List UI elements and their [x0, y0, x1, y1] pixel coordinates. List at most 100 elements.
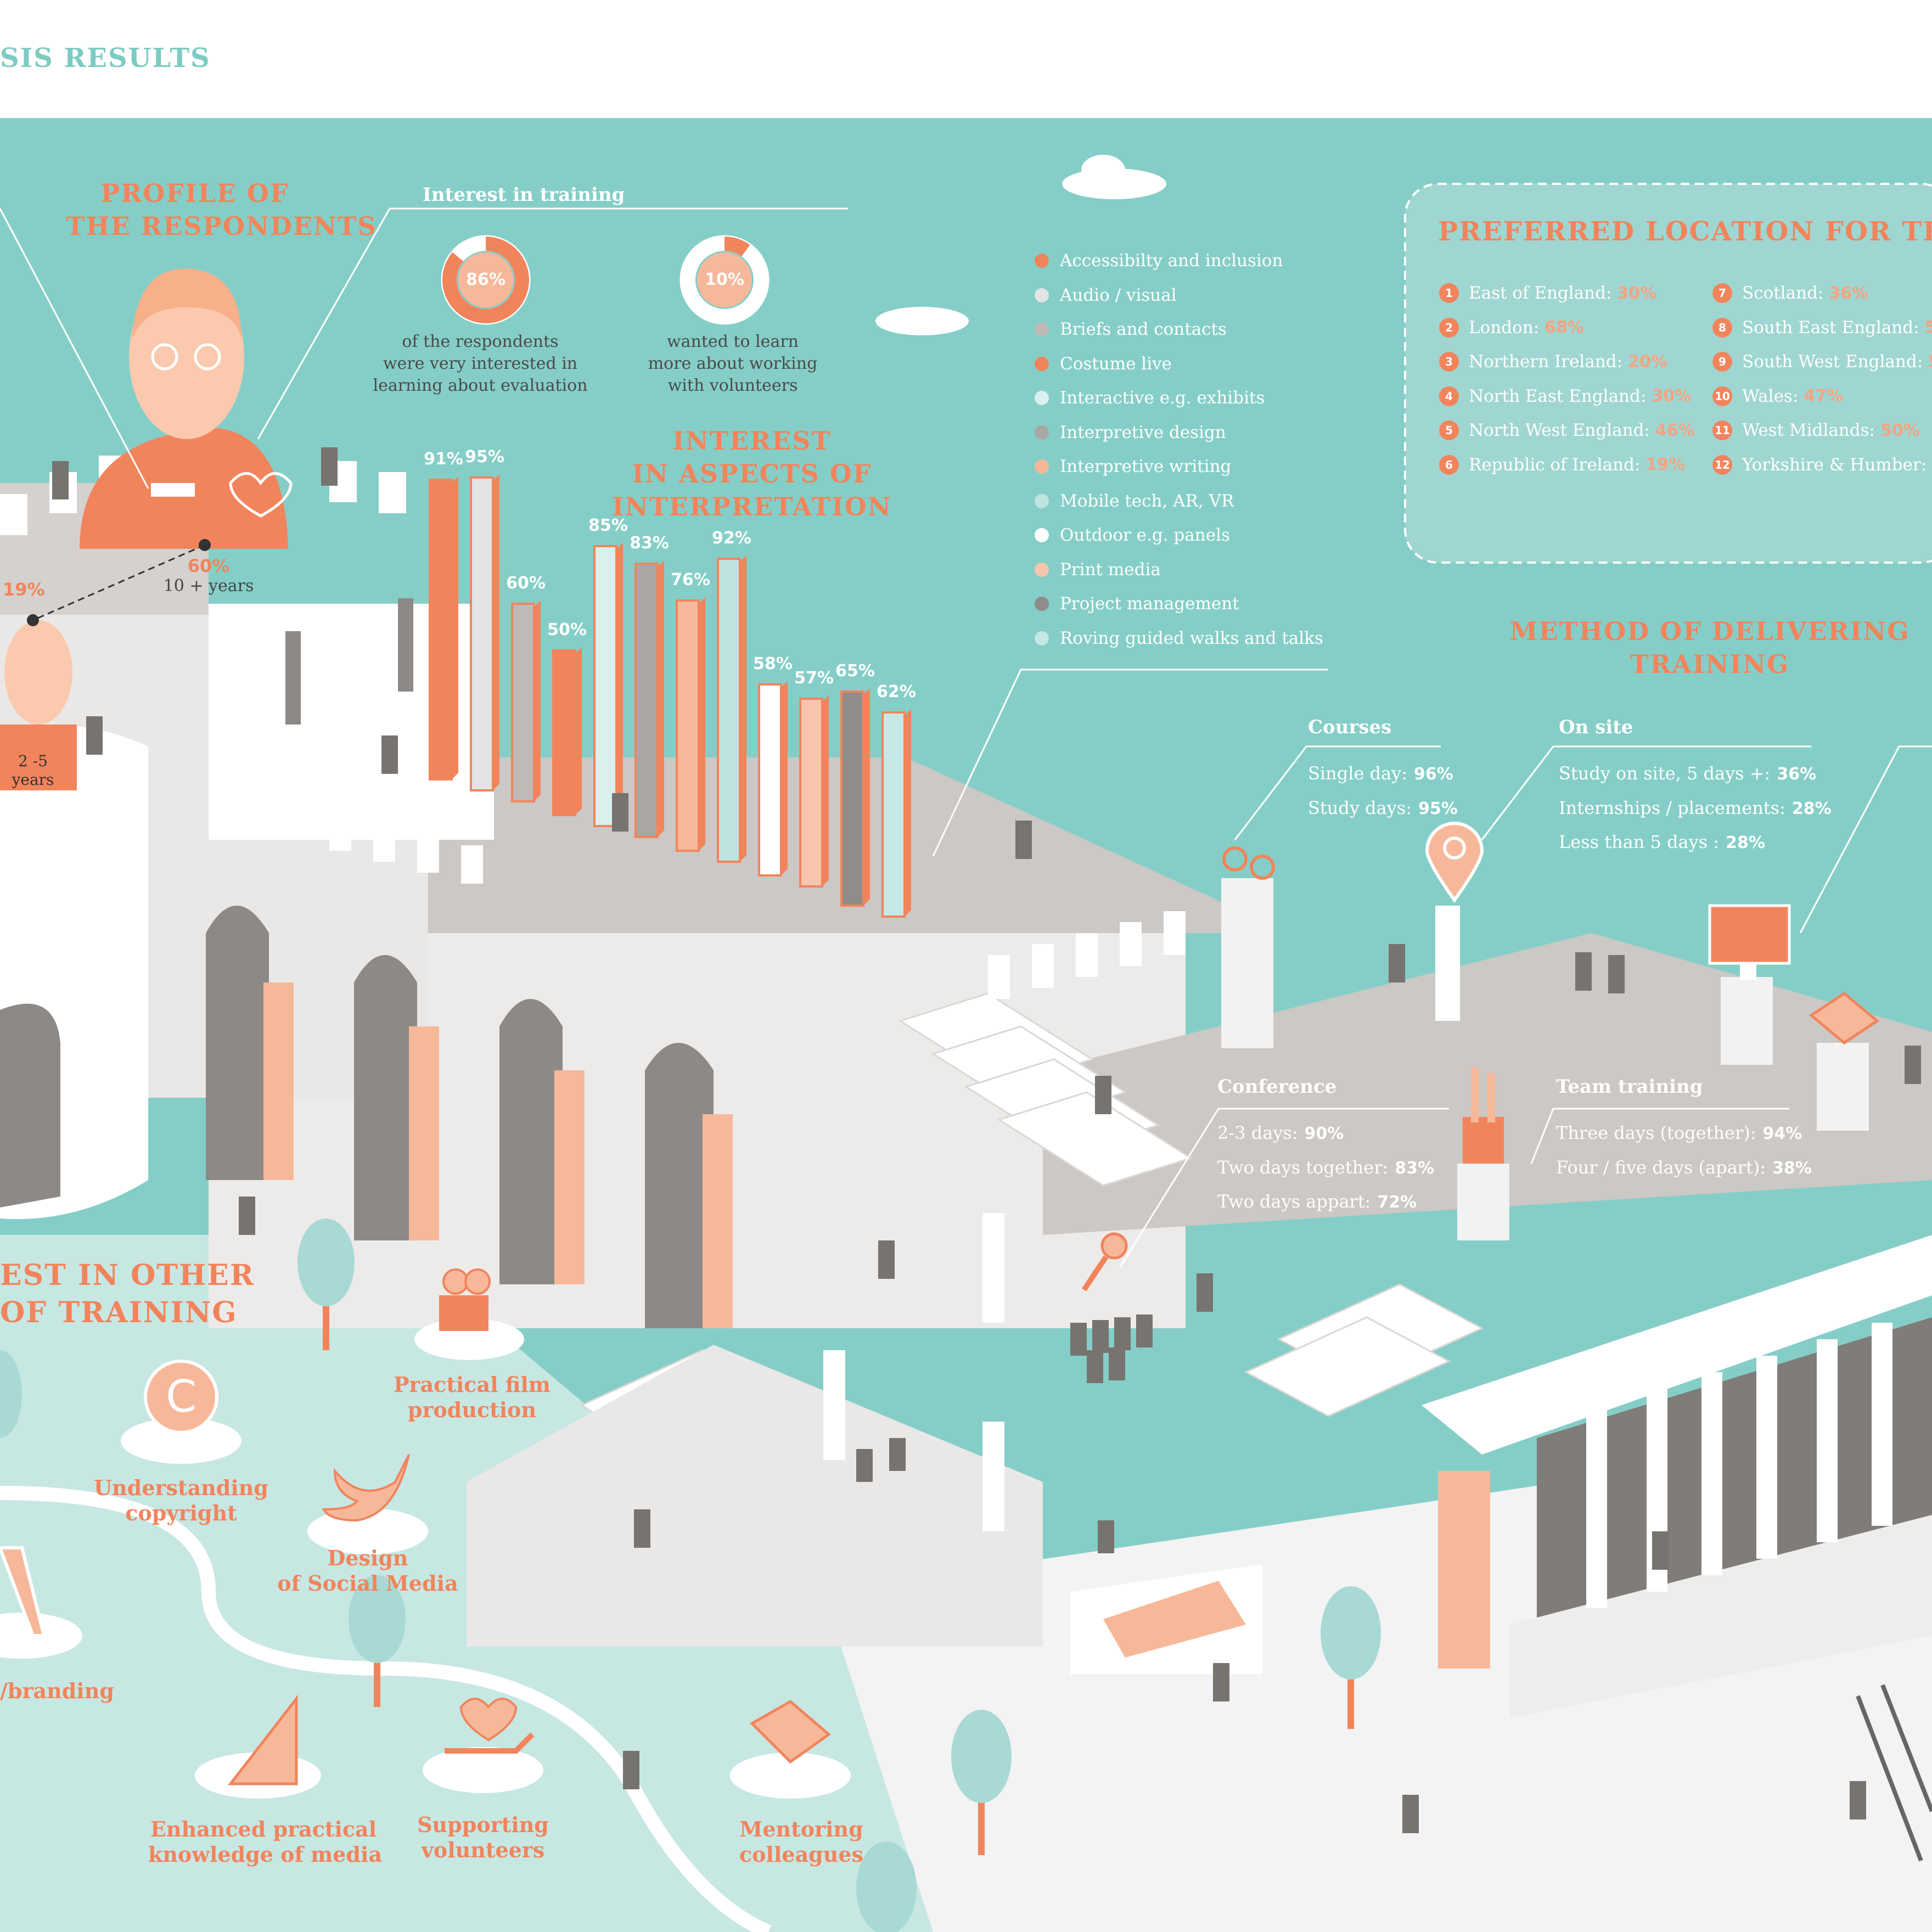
- location-name: West Midlands:: [1742, 420, 1875, 440]
- interest-training-title: Interest in training: [423, 184, 625, 206]
- tree: [0, 1350, 22, 1438]
- tree: [1321, 1586, 1381, 1729]
- legend-item: Costume live: [1035, 353, 1172, 375]
- donut-86-caption-3: learning about evaluation: [373, 376, 588, 395]
- delivery-row-value: 95%: [1418, 799, 1458, 818]
- donut-10-caption-2: more about working: [648, 354, 818, 373]
- delivery-row-label: Study on site, 5 days +:: [1559, 763, 1771, 784]
- legend-swatch: [1035, 493, 1049, 508]
- legend-label: Project management: [1060, 594, 1239, 614]
- location-value: 30%: [1652, 386, 1692, 406]
- location-number: 12: [1712, 454, 1732, 475]
- bar-side: [740, 555, 746, 862]
- location-value: 30%: [1617, 283, 1657, 303]
- bar-side: [575, 647, 582, 815]
- delivery-row-label: Two days appart:: [1217, 1191, 1371, 1212]
- junior-label-line2: years: [12, 771, 54, 789]
- donut-ring-outer: [441, 235, 531, 325]
- delivery-row: Two days together:83%: [1217, 1157, 1434, 1178]
- bar-value-label: 62%: [877, 682, 916, 701]
- location-value: 59: [1924, 318, 1932, 337]
- interpretation-bars: [429, 474, 911, 918]
- heart-hand-icon: [423, 1698, 543, 1793]
- donut-10-value: 10%: [705, 270, 744, 289]
- middle-terrace: [467, 1345, 1043, 1647]
- temple: [1422, 1235, 1932, 1718]
- location-value: 50: [1928, 352, 1932, 372]
- legend-swatch: [1035, 459, 1049, 474]
- legend-item: Print media: [1035, 559, 1161, 581]
- pedestal: [1221, 878, 1273, 1048]
- other-training-title-line1: EST IN OTHER: [0, 1259, 255, 1292]
- location-name: North West England:: [1469, 420, 1650, 440]
- bar-1: [429, 479, 453, 780]
- tower-window: [398, 598, 413, 692]
- bar-5: [593, 545, 617, 827]
- bar-11: [840, 690, 864, 907]
- other-training-title-line2: OF TRAINING: [0, 1296, 238, 1329]
- delivery-row-value: 83%: [1395, 1158, 1435, 1178]
- donut-arc: [442, 237, 529, 323]
- bar-side: [452, 476, 458, 779]
- column: [982, 1422, 1004, 1531]
- legend-swatch: [1035, 631, 1049, 645]
- profile-connector: [32, 544, 205, 621]
- location-number: 2: [1439, 317, 1459, 338]
- legend-label: Audio / visual: [1060, 285, 1177, 305]
- donut-86-caption-1: of the respondents: [402, 332, 559, 351]
- legend-swatch: [1035, 597, 1049, 611]
- twitter-bird-icon: [307, 1454, 428, 1554]
- bar-6: [634, 563, 659, 838]
- bar-side: [863, 688, 870, 906]
- delivery-row: Internships / placements:28%: [1559, 797, 1832, 818]
- bar-value-label: 60%: [506, 574, 546, 593]
- location-number: 3: [1439, 352, 1459, 372]
- legend-label: Outdoor e.g. panels: [1060, 525, 1230, 545]
- legend-item: Project management: [1035, 593, 1239, 615]
- location-number: 4: [1439, 386, 1459, 406]
- interpretation-title-line3: INTERPRETATION: [612, 492, 892, 521]
- location-panel: [1404, 183, 1932, 564]
- bar-side: [822, 695, 829, 886]
- location-name: Republic of Ireland:: [1469, 454, 1641, 475]
- interpretation-title-line2: IN ASPECTS OF: [632, 459, 872, 488]
- donut-10-caption: wanted to learn more about working with …: [604, 331, 862, 397]
- bar-value-label: 85%: [588, 516, 628, 535]
- handshake-icon: [730, 1699, 851, 1799]
- tree: [349, 1575, 406, 1707]
- bar-8: [717, 558, 741, 863]
- legend-item: Roving guided walks and talks: [1035, 627, 1323, 649]
- bar-value-label: 76%: [671, 570, 710, 589]
- volunteers-line1: Supporting: [417, 1812, 549, 1837]
- pedestal: [1817, 1043, 1869, 1131]
- callout-lines: [0, 207, 1932, 1268]
- legend-item: Briefs and contacts: [1035, 318, 1227, 340]
- compass-icon: [0, 1546, 82, 1659]
- pedestal: [1457, 1164, 1509, 1240]
- bar-side: [616, 543, 623, 826]
- delivery-title: METHOD OF DELIVERING TRAINING: [1482, 615, 1932, 681]
- donut-arc: [681, 237, 768, 323]
- location-number: 7: [1712, 283, 1732, 303]
- legend-item: Interpretive writing: [1035, 456, 1231, 478]
- delivery-title-line2: TRAINING: [1630, 649, 1790, 679]
- media-knowledge-line1: Enhanced practical: [150, 1817, 377, 1841]
- social-media-line2: of Social Media: [277, 1571, 458, 1596]
- delivery-row: Four / five days (apart):38%: [1556, 1157, 1812, 1178]
- donut-10-caption-3: with volunteers: [667, 376, 798, 395]
- bar-10: [799, 698, 823, 888]
- location-value: 46%: [1655, 420, 1695, 440]
- legend-label: Roving guided walks and talks: [1060, 628, 1323, 648]
- delivery-row-value: 96%: [1414, 765, 1453, 784]
- location-name: South East England:: [1742, 317, 1919, 338]
- delivery-row-value: 28%: [1791, 799, 1832, 818]
- delivery-row-label: Four / five days (apart):: [1556, 1156, 1766, 1178]
- mentoring-line2: colleagues: [739, 1842, 863, 1867]
